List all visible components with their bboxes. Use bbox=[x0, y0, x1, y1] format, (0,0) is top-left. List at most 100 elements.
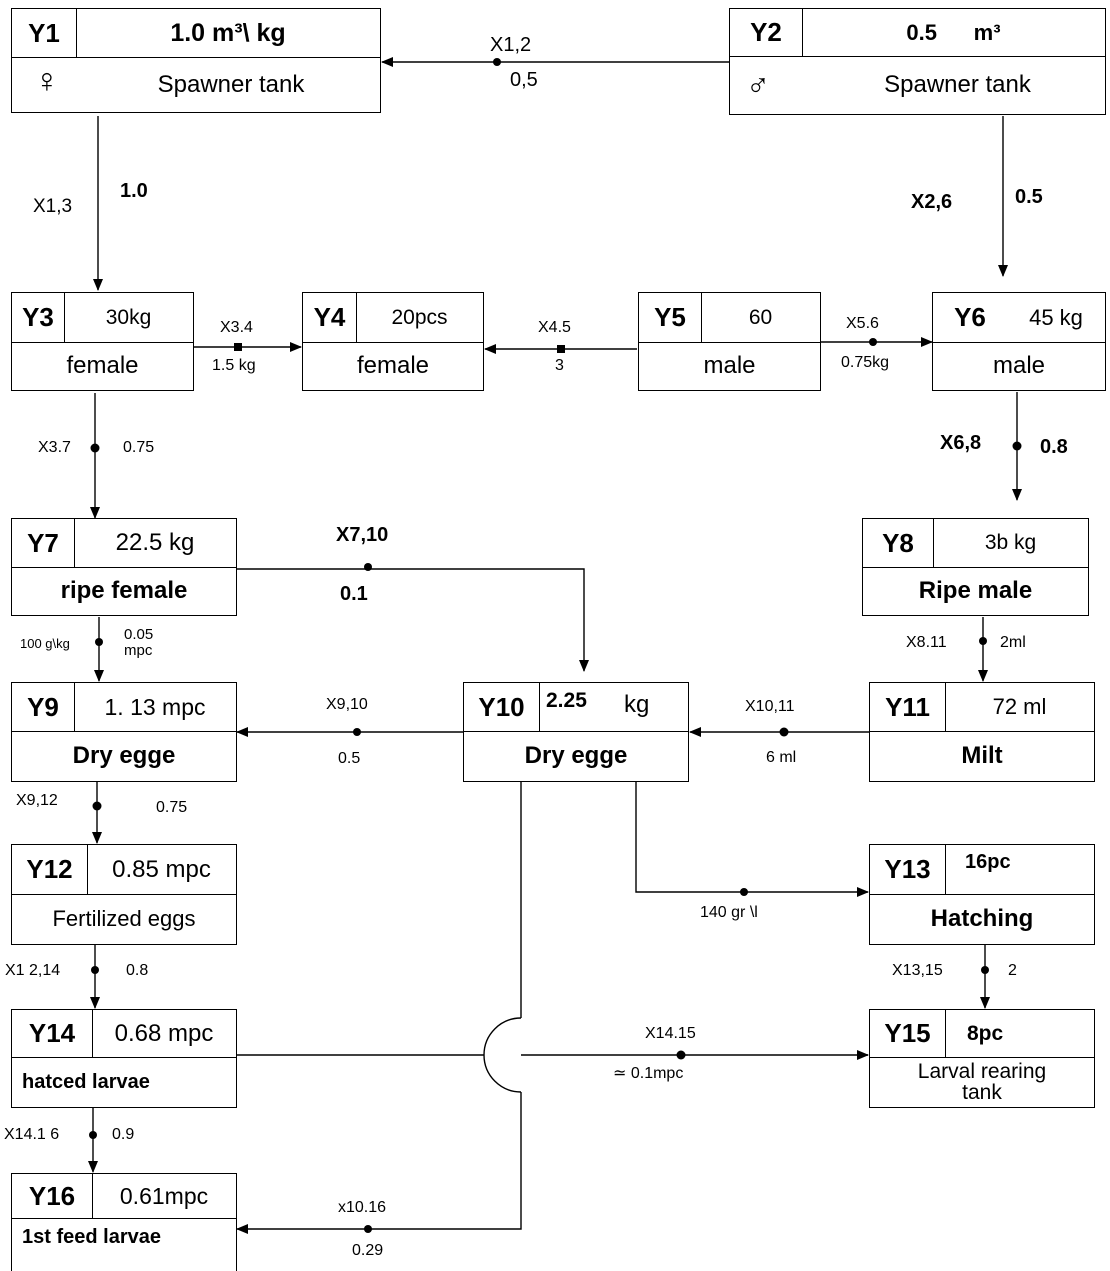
node-y15: Y15 8pc Larval rearing tank bbox=[869, 1009, 1095, 1108]
dot-x6-8 bbox=[1012, 441, 1022, 451]
dot-x14-15 bbox=[676, 1050, 686, 1060]
edge-value-x9-10: 0.5 bbox=[338, 750, 361, 767]
dot-x1-2 bbox=[493, 58, 501, 66]
node-y3-id: Y3 bbox=[12, 293, 65, 342]
edge-value-x8-11: 2ml bbox=[1000, 634, 1026, 651]
node-y11-value: 72 ml bbox=[992, 694, 1047, 719]
edge-value-x2-6: 0.5 bbox=[1015, 186, 1043, 208]
edge-value-x1-2: 0,5 bbox=[510, 69, 538, 91]
node-y7-label: ripe female bbox=[60, 577, 188, 604]
node-y1-label: Spawner tank bbox=[157, 70, 305, 98]
dot-x9-12 bbox=[92, 801, 102, 811]
edge-label-x10-16: x10.16 bbox=[338, 1199, 387, 1216]
node-y11-id: Y11 bbox=[870, 683, 946, 731]
node-y6-label: male bbox=[992, 352, 1046, 379]
node-y13: Y13 16pc Hatching bbox=[869, 844, 1095, 945]
node-y10-value: 2.25 bbox=[546, 689, 587, 712]
node-y13-id: Y13 bbox=[870, 845, 946, 894]
node-y9: Y9 1. 13 mpc Dry egge bbox=[11, 682, 237, 782]
edge-value-x14-16: 0.9 bbox=[112, 1126, 135, 1143]
dot-x7-9 bbox=[95, 638, 103, 646]
node-y8-label: Ripe male bbox=[918, 577, 1033, 604]
edge-label-x14-16: X14.1 6 bbox=[4, 1126, 60, 1143]
node-y16-label: 1st feed larvae bbox=[22, 1226, 161, 1248]
node-y1: Y1 1.0 m³\ kg ♀ Spawner tank bbox=[11, 8, 381, 113]
edge-value-x12-14: 0.8 bbox=[126, 962, 149, 979]
node-y15-value: 8pc bbox=[967, 1021, 1004, 1045]
node-y1-id: Y1 bbox=[12, 9, 77, 57]
node-y14-label: hatced larvae bbox=[22, 1071, 150, 1093]
edge-value-x9-12: 0.75 bbox=[156, 799, 188, 816]
edge-label-x9-10: X9,10 bbox=[326, 696, 368, 713]
node-y11: Y11 72 ml Milt bbox=[869, 682, 1095, 782]
dot-x3-4 bbox=[234, 343, 242, 351]
node-y12: Y12 0.85 mpc Fertilized eggs bbox=[11, 844, 237, 945]
edge-label-x10-11: X10,11 bbox=[745, 698, 795, 715]
edge-value-x3-4: 1.5 kg bbox=[212, 357, 256, 374]
edge-label-x1-2: X1,2 bbox=[490, 34, 532, 56]
edge-label-x13-15: X13,15 bbox=[892, 962, 943, 979]
node-y10-unit: kg bbox=[624, 691, 650, 718]
edge-value-x3-7: 0.75 bbox=[123, 439, 155, 456]
node-y10-label: Dry egge bbox=[524, 742, 628, 769]
node-y2-label: Spawner tank bbox=[884, 71, 1031, 98]
node-y5-label: male bbox=[703, 352, 756, 379]
edge-label-x8-11: X8.11 bbox=[906, 634, 947, 651]
dot-x14-16 bbox=[89, 1131, 97, 1139]
edge-label-x14-15: X14.15 bbox=[645, 1025, 696, 1042]
node-y10-id: Y10 bbox=[464, 683, 540, 731]
node-y13-label: Hatching bbox=[930, 905, 1034, 932]
dot-x7-10 bbox=[364, 563, 372, 571]
node-y12-label: Fertilized eggs bbox=[52, 906, 196, 931]
node-y16: Y16 0.61mpc 1st feed larvae bbox=[11, 1173, 237, 1271]
dot-x5-6 bbox=[869, 338, 877, 346]
dot-x4-5 bbox=[557, 345, 565, 353]
dot-x10-13 bbox=[740, 888, 748, 896]
edge-value-x1-3: 1.0 bbox=[120, 180, 148, 202]
node-y2: Y2 0.5 m³ ♂ Spawner tank bbox=[729, 8, 1106, 115]
edge-value-x7-9: 0.05 mpc bbox=[124, 626, 154, 659]
node-y6-id: Y6 bbox=[954, 302, 986, 332]
edge-label-x4-5: X4.5 bbox=[538, 319, 571, 336]
edge-label-x3-7: X3.7 bbox=[38, 439, 71, 456]
edge-value-x4-5: 3 bbox=[555, 357, 564, 374]
edge-label-x7-9: 100 g\kg bbox=[20, 636, 70, 651]
node-y13-value: 16pc bbox=[965, 851, 1011, 873]
node-y2-value: 0.5 m³ bbox=[906, 19, 1001, 45]
node-y7-value: 22.5 kg bbox=[115, 529, 195, 556]
edge-label-x9-12: X9,12 bbox=[16, 792, 58, 809]
node-y9-label: Dry egge bbox=[72, 742, 176, 769]
node-y8: Y8 3b kg Ripe male bbox=[862, 518, 1089, 616]
node-y11-label: Milt bbox=[961, 742, 1003, 769]
dot-x10-11 bbox=[779, 727, 789, 737]
edge-value-x5-6: 0.75kg bbox=[841, 354, 890, 371]
dot-x9-10 bbox=[353, 728, 361, 736]
node-y15-id: Y15 bbox=[870, 1010, 946, 1057]
female-symbol-icon: ♀ bbox=[34, 62, 60, 100]
edge-value-x14-15: ≃ 0.1mpc bbox=[613, 1065, 684, 1082]
edge-label-x1-3: X1,3 bbox=[33, 196, 73, 217]
edge-value-x13-15: 2 bbox=[1008, 962, 1017, 979]
node-y7: Y7 22.5 kg ripe female bbox=[11, 518, 237, 616]
node-y10: Y10 2.25 kg Dry egge bbox=[463, 682, 689, 782]
node-y14: Y14 0.68 mpc hatced larvae bbox=[11, 1009, 237, 1108]
node-y12-value: 0.85 mpc bbox=[112, 855, 211, 883]
node-y12-id: Y12 bbox=[12, 845, 88, 894]
dot-x3-7 bbox=[90, 443, 100, 453]
node-y15-label: Larval rearing tank bbox=[917, 1060, 1047, 1104]
edge-label-x7-10: X7,10 bbox=[336, 524, 389, 546]
edge-value-x10-13: 140 gr \l bbox=[700, 904, 758, 921]
node-y8-id: Y8 bbox=[863, 519, 934, 567]
node-y16-id: Y16 bbox=[12, 1174, 93, 1218]
edge-value-x6-8: 0.8 bbox=[1040, 436, 1068, 458]
dot-x8-11 bbox=[979, 637, 987, 645]
node-y5: Y5 60 male bbox=[638, 292, 821, 391]
dot-x12-14 bbox=[91, 966, 99, 974]
node-y14-id: Y14 bbox=[12, 1010, 93, 1057]
node-y8-value: 3b kg bbox=[984, 531, 1037, 554]
edge-label-x3-4: X3.4 bbox=[220, 319, 253, 336]
node-y4-id: Y4 bbox=[303, 293, 357, 342]
node-y14-value: 0.68 mpc bbox=[114, 1019, 214, 1047]
node-y2-id: Y2 bbox=[730, 9, 803, 56]
